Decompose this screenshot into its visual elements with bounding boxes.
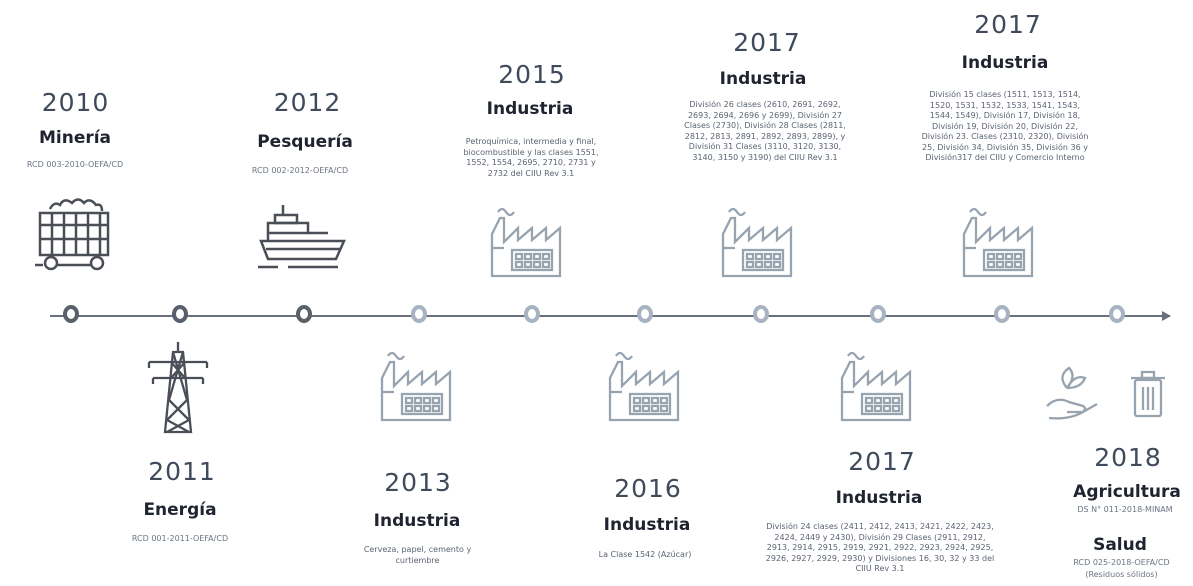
year-label: 2017: [848, 447, 916, 476]
description: Petroquímica, intermedia y final, biocom…: [463, 137, 599, 178]
sector-label: Industria: [961, 53, 1049, 73]
timeline-node-2018: [1109, 305, 1125, 323]
timeline-node-2017c: [994, 305, 1010, 323]
regulation-note: (Residuos sólidos): [1085, 570, 1158, 579]
sector-label: Industria: [486, 99, 574, 119]
mine-cart-icon: [35, 198, 110, 271]
year-label: 2017: [974, 10, 1042, 39]
factory-icon: [380, 351, 452, 422]
description: División 26 clases (2610, 2691, 2692, 26…: [684, 100, 846, 162]
timeline-arrowhead: [1162, 311, 1171, 321]
regulation-code-2: RCD 025-2018-OEFA/CD: [1073, 558, 1170, 567]
factory-icon: [721, 207, 793, 278]
year-label: 2013: [384, 468, 452, 497]
description: División 24 clases (2411, 2412, 2413, 24…: [765, 522, 995, 573]
sector-label-2: Salud: [1093, 535, 1147, 555]
year-label: 2011: [148, 457, 216, 486]
sector-label: Energía: [143, 500, 217, 520]
timeline-node-2017a: [753, 305, 769, 323]
timeline-node-2017b: [870, 305, 886, 323]
regulation-code: RCD 002-2012-OEFA/CD: [251, 166, 349, 175]
sector-label: Minería: [38, 128, 112, 148]
description: La Clase 1542 (Azúcar): [598, 550, 692, 559]
fishing-boat-icon: [258, 205, 346, 269]
sector-label: Industria: [719, 69, 807, 89]
timeline-node-2012: [296, 305, 312, 323]
year-label: 2018: [1094, 443, 1162, 472]
timeline-node-2015: [524, 305, 540, 323]
regulation-code: RCD 001-2011-OEFA/CD: [131, 534, 229, 543]
timeline-node-2010: [63, 305, 79, 323]
factory-icon: [840, 351, 912, 422]
hand-plant-trash-icon: [1046, 366, 1165, 420]
factory-icon: [490, 207, 562, 278]
timeline-node-2011: [172, 305, 188, 323]
year-label: 2015: [498, 60, 566, 89]
factory-icon: [962, 207, 1034, 278]
description: División 15 clases (1511, 1513, 1514, 15…: [921, 90, 1089, 162]
sector-label: Agricultura: [1073, 482, 1181, 502]
sector-label: Industria: [835, 488, 923, 508]
year-label: 2010: [41, 88, 110, 117]
timeline-axis: [50, 315, 1170, 317]
power-tower-icon: [147, 342, 209, 434]
regulation-code: RCD 003-2010-OEFA/CD: [26, 160, 124, 169]
regulation-code: DS N° 011-2018-MINAM: [1077, 505, 1173, 514]
timeline-node-2016: [637, 305, 653, 323]
sector-label: Pesquería: [257, 132, 353, 152]
sector-label: Industria: [373, 511, 461, 531]
sector-label: Industria: [603, 515, 691, 535]
factory-icon: [608, 351, 680, 422]
description: Cerveza, papel, cemento y curtiembre: [363, 545, 472, 565]
timeline-node-2013: [411, 305, 427, 323]
year-label: 2012: [273, 88, 342, 117]
year-label: 2016: [614, 474, 682, 503]
year-label: 2017: [733, 28, 801, 57]
